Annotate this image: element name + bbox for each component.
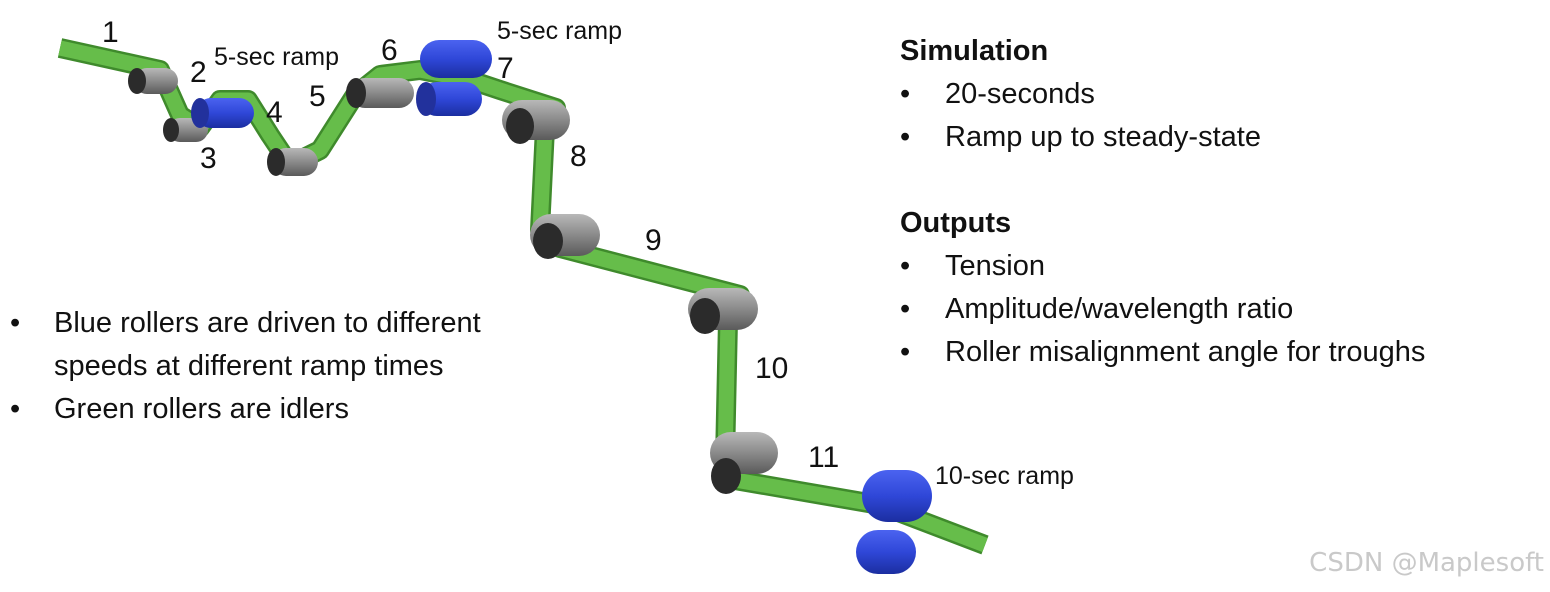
roller-label-4: 4 bbox=[266, 96, 283, 129]
outputs-item: Amplitude/wavelength ratio bbox=[900, 288, 1425, 331]
roller-5 bbox=[267, 148, 318, 176]
simulation-list: 20-seconds Ramp up to steady-state bbox=[900, 73, 1261, 159]
ramp-label-roller-4: 5-sec ramp bbox=[214, 43, 339, 71]
simulation-item: 20-seconds bbox=[900, 73, 1261, 116]
roller-label-7: 7 bbox=[497, 52, 514, 85]
outputs-item: Roller misalignment angle for troughs bbox=[900, 331, 1425, 374]
roller-9 bbox=[530, 214, 600, 259]
roller-label-2: 2 bbox=[190, 56, 207, 89]
notes-item: Green rollers are idlers bbox=[10, 388, 570, 431]
roller-drive-end bbox=[856, 470, 932, 574]
outputs-list: Tension Amplitude/wavelength ratio Rolle… bbox=[900, 245, 1425, 374]
roller-label-6: 6 bbox=[381, 34, 398, 67]
roller-label-1: 1 bbox=[102, 16, 119, 49]
roller-label-10: 10 bbox=[755, 352, 788, 385]
roller-6 bbox=[346, 78, 414, 108]
ramp-label-roller-7: 5-sec ramp bbox=[497, 17, 622, 45]
roller-label-11: 11 bbox=[808, 441, 839, 474]
outputs-panel: Outputs Tension Amplitude/wavelength rat… bbox=[900, 202, 1425, 374]
outputs-heading: Outputs bbox=[900, 207, 1012, 239]
simulation-item: Ramp up to steady-state bbox=[900, 116, 1261, 159]
simulation-heading: Simulation bbox=[900, 35, 1049, 67]
roller-label-5: 5 bbox=[309, 80, 326, 113]
roller-2 bbox=[128, 68, 178, 94]
notes-item: Blue rollers are driven to different spe… bbox=[10, 302, 570, 388]
simulation-panel: Simulation 20-seconds Ramp up to steady-… bbox=[900, 30, 1261, 159]
roller-10 bbox=[688, 288, 758, 334]
roller-4 bbox=[191, 98, 254, 128]
outputs-item: Tension bbox=[900, 245, 1425, 288]
roller-8 bbox=[502, 100, 570, 144]
notes-panel: Blue rollers are driven to different spe… bbox=[10, 302, 570, 431]
ramp-label-end-roller: 10-sec ramp bbox=[935, 462, 1074, 490]
roller-label-8: 8 bbox=[570, 140, 587, 173]
roller-label-3: 3 bbox=[200, 142, 217, 175]
roller-label-9: 9 bbox=[645, 224, 662, 257]
roller-7 bbox=[416, 40, 492, 116]
roller-11 bbox=[710, 432, 778, 494]
notes-list: Blue rollers are driven to different spe… bbox=[10, 302, 570, 431]
watermark: CSDN @Maplesoft bbox=[1309, 548, 1544, 578]
